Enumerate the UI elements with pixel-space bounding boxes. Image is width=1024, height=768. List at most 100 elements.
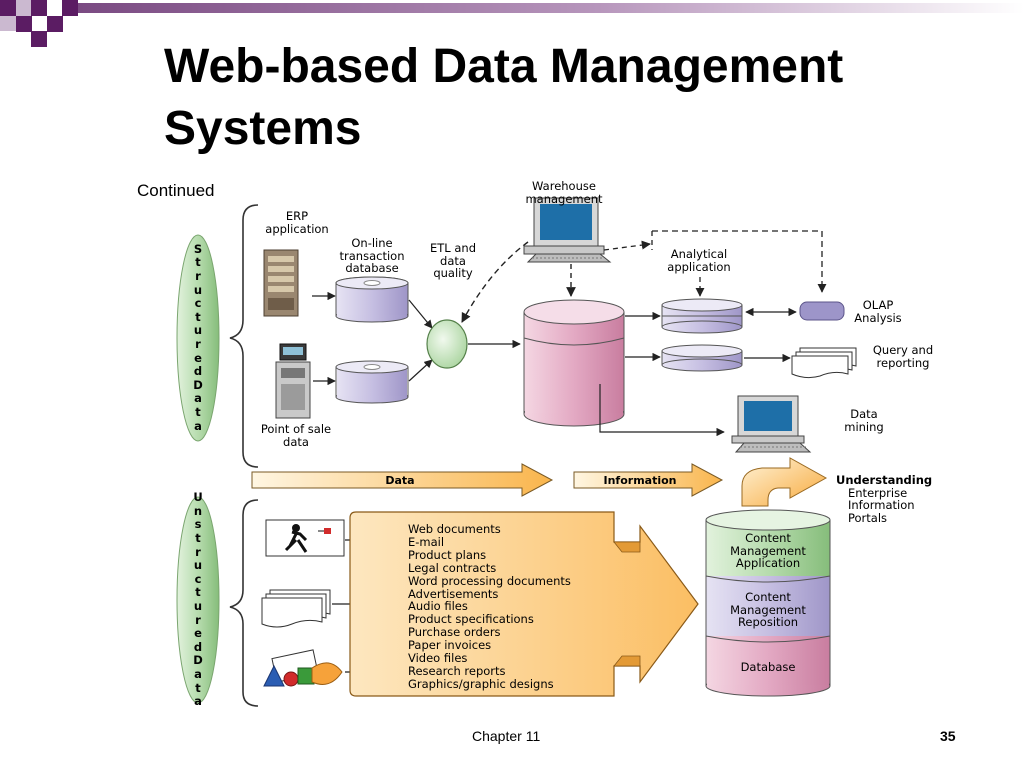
- vertical-letter: a: [194, 666, 202, 681]
- vertical-letter: s: [194, 517, 202, 532]
- pos-db-cylinder: [335, 360, 409, 404]
- vertical-letter: D: [193, 377, 203, 392]
- cm-repository-label: Content Management Reposition: [710, 591, 826, 629]
- understanding-label: Understanding Enterprise Information Por…: [836, 474, 956, 524]
- pos-label-line: Point of sale: [260, 422, 332, 436]
- vertical-letter: u: [193, 282, 203, 297]
- vertical-letter: r: [195, 269, 201, 284]
- slide-title-line-2: Systems: [164, 102, 362, 155]
- etl-label: ETL and data quality: [418, 242, 488, 280]
- unstructured-data-oval: [176, 496, 220, 704]
- deco-square: [16, 16, 32, 32]
- vertical-letter: u: [193, 558, 203, 573]
- vertical-letter: t: [195, 255, 201, 270]
- paper-documents-icon: [261, 589, 331, 628]
- deco-square: [0, 16, 16, 31]
- online-db-label-line: transaction: [339, 248, 405, 263]
- arrow: [408, 299, 433, 329]
- corner-decoration: [0, 0, 1024, 47]
- deco-square: [31, 0, 47, 16]
- query-label-line: reporting: [876, 355, 930, 370]
- vertical-letter: r: [195, 337, 201, 351]
- cm-repository-label-line: Management: [730, 602, 806, 617]
- deco-square: [0, 0, 16, 16]
- vertical-letter: t: [195, 309, 201, 324]
- analytical-dashed-box: [652, 230, 827, 293]
- content-management-stack: [705, 509, 831, 697]
- slide-title: Web-based Data Management Systems: [164, 36, 1004, 160]
- vertical-letter: U: [193, 490, 203, 505]
- arrow: [408, 359, 433, 382]
- fold: [613, 655, 641, 667]
- report-pages-icon: [791, 347, 857, 379]
- unstructured-brace: [229, 499, 259, 707]
- list-item: Purchase orders: [408, 625, 501, 640]
- cm-application-label-line: Management: [730, 543, 806, 558]
- cm-application-label-line: Content: [745, 531, 791, 545]
- olap-cube-cylinder: [661, 298, 743, 334]
- pos-label-line: data: [283, 434, 309, 449]
- understanding-label-line: Enterprise: [848, 485, 908, 500]
- vertical-letter: a: [194, 391, 202, 406]
- deco-square: [47, 16, 63, 32]
- vertical-letter: a: [194, 418, 202, 433]
- vertical-letter: D: [193, 653, 203, 668]
- vertical-letter: u: [193, 599, 203, 613]
- data-mining-label-line: mining: [844, 419, 884, 434]
- vertical-letter: d: [193, 364, 203, 379]
- data-arrow: [251, 463, 554, 497]
- list-item: Word processing documents: [408, 573, 571, 588]
- analytical-app-label: Analytical application: [654, 248, 744, 273]
- document-types-list: Web documents E-mail Product plans Legal…: [408, 523, 571, 691]
- vertical-letter: a: [194, 694, 202, 709]
- cm-application-label-line: Application: [735, 556, 801, 570]
- structured-data-oval: [176, 234, 220, 442]
- slide-title-line-1: Web-based Data Management: [164, 40, 844, 93]
- vertical-letter: e: [194, 626, 202, 641]
- data-mining-label: Data mining: [836, 408, 892, 433]
- erp-label-line: application: [265, 221, 329, 236]
- list-item: Video files: [408, 651, 468, 666]
- graphics-icon: [263, 649, 343, 687]
- fold: [613, 541, 641, 553]
- data-arrow-label: Data: [385, 474, 415, 487]
- vertical-letter: e: [194, 350, 202, 365]
- dashed-arrow: [603, 240, 651, 251]
- online-db-label-line: database: [345, 261, 399, 275]
- vertical-letter: S: [193, 241, 203, 256]
- vertical-letter: t: [195, 585, 201, 600]
- list-item: Product plans: [408, 547, 487, 562]
- vertical-letter: u: [193, 323, 203, 338]
- list-item: Web documents: [408, 522, 501, 536]
- erp-label: ERP application: [254, 210, 340, 235]
- understanding-label-line: Portals: [848, 510, 888, 525]
- cm-repository-label-line: Content: [745, 590, 791, 604]
- understanding-label-line: Understanding: [836, 473, 933, 487]
- understanding-arrow: [741, 457, 828, 507]
- title-bar: [78, 3, 1024, 13]
- olap-label-line: OLAP: [862, 298, 894, 312]
- information-arrow: [573, 463, 724, 497]
- structured-brace: [229, 204, 259, 468]
- vertical-letter: c: [194, 571, 202, 586]
- cm-application-label: Content Management Application: [710, 532, 826, 570]
- understanding-label-line: Information: [848, 498, 915, 512]
- vertical-letter: t: [195, 531, 201, 546]
- vertical-letter: r: [195, 612, 201, 627]
- data-mining-computer-icon: [731, 395, 812, 453]
- data-mining-label-line: Data: [850, 407, 878, 421]
- list-item: Advertisements: [408, 586, 499, 601]
- warehouse-mgmt-label-line: management: [525, 191, 603, 206]
- vertical-letter: c: [194, 296, 202, 311]
- list-item: Product specifications: [408, 612, 534, 627]
- dashed-arrow: [461, 241, 529, 323]
- erp-server-icon: [263, 249, 299, 317]
- warehouse-computer-icon: [523, 197, 612, 263]
- list-item: E-mail: [408, 534, 445, 549]
- footer-chapter: Chapter 11: [472, 728, 541, 744]
- unstructured-documents-shape: [349, 511, 699, 697]
- warehouse-mgmt-label: Warehouse management: [512, 180, 616, 205]
